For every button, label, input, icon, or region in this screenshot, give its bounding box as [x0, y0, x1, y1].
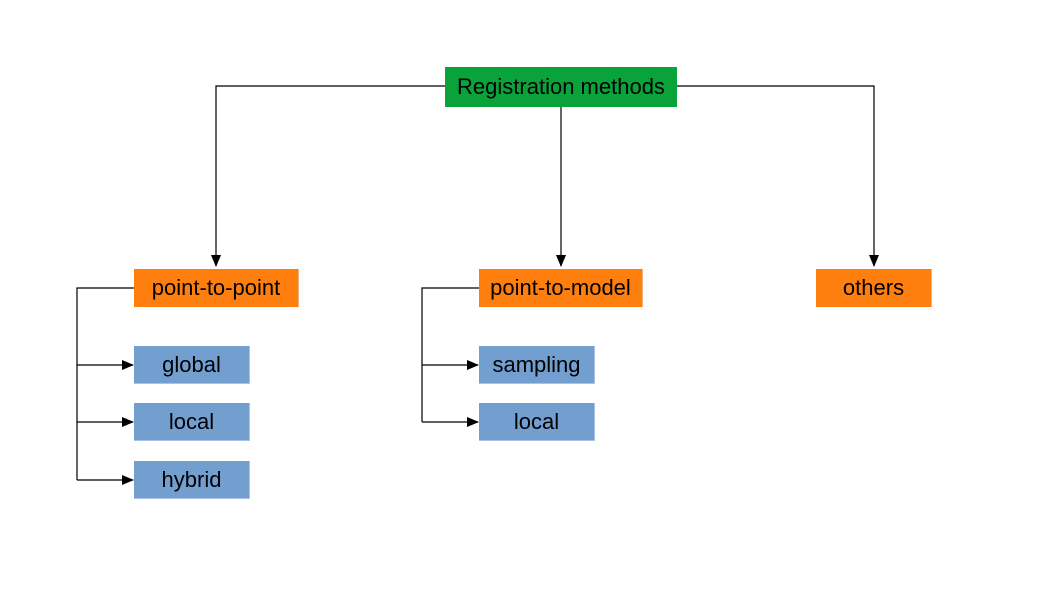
- method-node-local: local: [134, 403, 250, 441]
- method-node-hybrid: hybrid: [134, 461, 250, 499]
- connector-root-to-others: [677, 85, 879, 267]
- method-label: global: [162, 351, 221, 377]
- method-label: local: [513, 408, 560, 434]
- method-node-local-model: local: [479, 403, 595, 441]
- method-label: sampling: [492, 351, 581, 377]
- connector-point-to-model-trunk: [421, 287, 479, 422]
- category-node-others: others: [816, 269, 932, 307]
- method-label: hybrid: [161, 466, 222, 492]
- method-label: local: [168, 408, 215, 434]
- category-node-point-to-model: point-to-model: [479, 269, 643, 307]
- connector-point-to-point-trunk: [76, 287, 134, 480]
- method-node-global: global: [134, 346, 250, 384]
- root-label: Registration methods: [457, 74, 665, 99]
- connector-root-to-point-to-point: [211, 85, 445, 267]
- category-label: point-to-point: [151, 275, 281, 300]
- category-node-point-to-point: point-to-point: [134, 269, 299, 307]
- category-label: point-to-model: [490, 275, 631, 300]
- root-node: Registration methods: [445, 67, 677, 107]
- category-label: others: [842, 275, 905, 300]
- method-node-sampling: sampling: [479, 346, 595, 384]
